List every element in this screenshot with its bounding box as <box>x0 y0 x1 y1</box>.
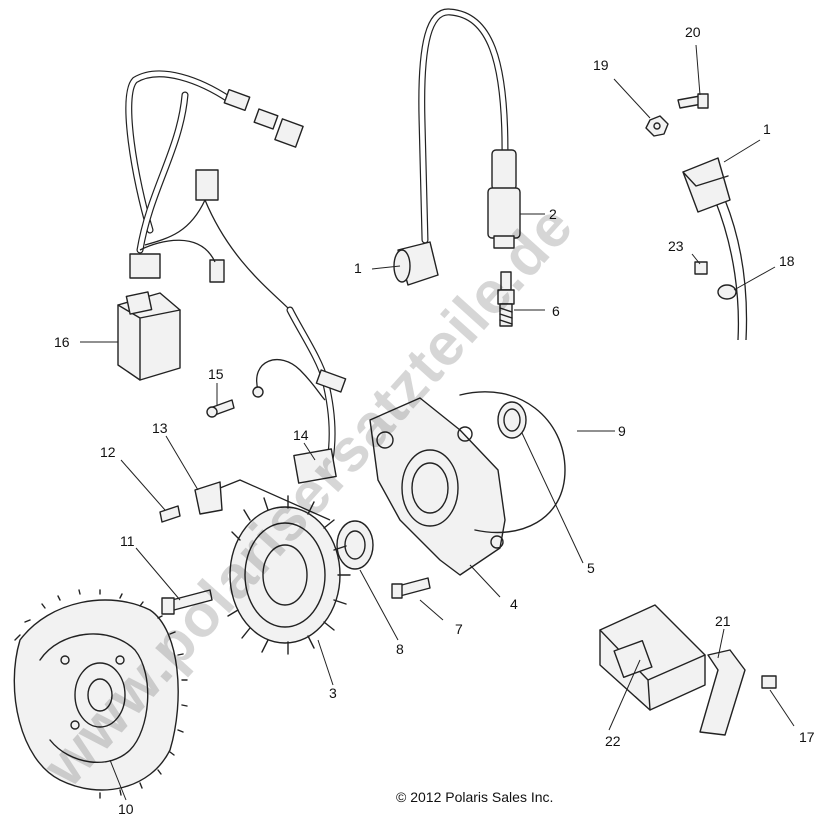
part-4-stator-plate <box>369 397 506 576</box>
part-20-bolt <box>677 93 709 109</box>
callout-numbers: 1 1 2 3 4 5 6 7 8 9 10 11 12 13 14 15 16… <box>54 24 815 817</box>
callout-9: 9 <box>618 423 626 439</box>
part-2-spark-plug-cap <box>487 149 521 249</box>
callout-15: 15 <box>208 366 224 382</box>
part-22-cdi-box <box>599 604 706 711</box>
part-6-spark-plug <box>497 271 515 327</box>
part-18-clamp <box>717 284 737 300</box>
callout-23: 23 <box>668 238 684 254</box>
part-15-ground-screw <box>206 359 326 418</box>
part-12-bolt <box>159 505 181 523</box>
part-3-stator <box>227 495 351 655</box>
callout-1b: 1 <box>763 121 771 137</box>
callout-21: 21 <box>715 613 731 629</box>
callout-5: 5 <box>587 560 595 576</box>
part-23-screw <box>694 261 708 275</box>
part-10-flywheel <box>13 589 188 799</box>
callout-13: 13 <box>152 420 168 436</box>
part-11-bolt <box>161 589 213 615</box>
callout-8: 8 <box>396 641 404 657</box>
callout-19: 19 <box>593 57 609 73</box>
copyright-notice: © 2012 Polaris Sales Inc. <box>396 789 554 805</box>
callout-14: 14 <box>293 427 309 443</box>
callout-3: 3 <box>329 685 337 701</box>
part-13-bracket <box>194 479 331 521</box>
callout-10: 10 <box>118 801 134 817</box>
wiring-harness <box>125 70 304 311</box>
part-17-screw <box>761 675 777 689</box>
callout-6: 6 <box>552 303 560 319</box>
part-19-nut <box>645 115 669 137</box>
part-14-pickup-lead <box>286 306 347 484</box>
part-5-seal <box>497 401 527 439</box>
callout-7: 7 <box>455 621 463 637</box>
callout-20: 20 <box>685 24 701 40</box>
callout-17: 17 <box>799 729 815 745</box>
callout-11: 11 <box>120 533 135 549</box>
part-1-coil-right <box>682 157 748 341</box>
callout-2: 2 <box>549 206 557 222</box>
part-9-gasket <box>459 391 566 534</box>
callout-18: 18 <box>779 253 795 269</box>
leader-lines <box>80 44 795 801</box>
callout-12: 12 <box>100 444 116 460</box>
part-16-regulator <box>117 291 181 381</box>
callout-4: 4 <box>510 596 518 612</box>
part-7-bolt <box>391 577 431 599</box>
part-21-bracket <box>699 649 746 736</box>
part-8-seal <box>336 520 374 570</box>
callout-16: 16 <box>54 334 70 350</box>
part-1-ignition-coil <box>393 8 509 286</box>
callout-1a: 1 <box>354 260 362 276</box>
callout-22: 22 <box>605 733 621 749</box>
